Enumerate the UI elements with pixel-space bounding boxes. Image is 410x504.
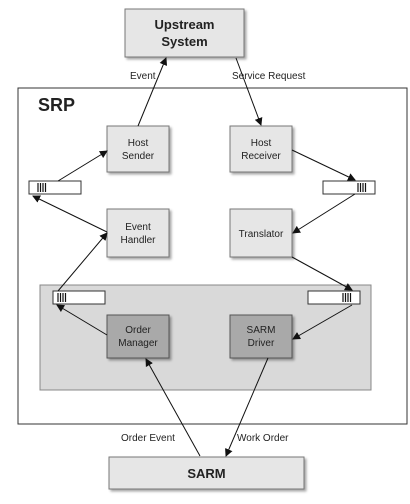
service-request-arrow (235, 57, 263, 126)
upstream-system-label-line2: System (161, 34, 207, 49)
upstream-system-label-line1: Upstream (155, 17, 215, 32)
event-handler-box: Event Handler (106, 208, 170, 258)
queue-to-sarm-driver-arrow (292, 304, 353, 340)
order-event-arrow (145, 358, 201, 457)
queue-to-translator-arrow (292, 193, 356, 234)
event-handler-label-line2: Handler (120, 235, 156, 246)
order-event-edge-label: Order Event (121, 433, 175, 444)
event-edge-label: Event (130, 71, 156, 82)
translator-to-queue-arrow (291, 256, 353, 291)
event-arrow (137, 57, 168, 127)
service-request-edge-label: Service Request (232, 71, 306, 82)
queue-icon (28, 180, 82, 195)
host-receiver-box: Host Receiver (229, 125, 293, 173)
sarm-box: SARM (108, 456, 305, 490)
translator-label: Translator (239, 229, 284, 240)
sarm-driver-label-line2: Driver (248, 338, 275, 349)
host-receiver-to-queue-arrow (291, 149, 356, 181)
host-sender-box: Host Sender (106, 125, 170, 173)
order-manager-box: Order Manager (106, 314, 170, 359)
work-order-edge-label: Work Order (237, 433, 289, 444)
host-receiver-label-line2: Receiver (241, 151, 281, 162)
event-handler-label-line1: Event (125, 222, 151, 233)
translator-box: Translator (229, 208, 293, 258)
host-sender-label-line1: Host (128, 138, 149, 149)
sarm-label: SARM (187, 466, 225, 481)
sarm-driver-label-line1: SARM (247, 325, 276, 336)
queue-icon (52, 290, 106, 305)
work-order-arrow (225, 357, 269, 457)
order-manager-label-line1: Order (125, 325, 151, 336)
queue-to-host-sender-arrow (57, 150, 108, 182)
upstream-system-box: Upstream System (124, 8, 245, 58)
queue-icon (322, 180, 376, 195)
host-sender-label-line2: Sender (122, 151, 155, 162)
order-manager-label-line2: Manager (118, 338, 158, 349)
event-handler-to-queue-arrow (32, 195, 108, 233)
order-manager-to-queue-arrow (56, 304, 108, 336)
queue-to-event-handler-arrow (57, 232, 108, 292)
host-receiver-label-line1: Host (251, 138, 272, 149)
queue-icon (307, 290, 361, 305)
sarm-driver-box: SARM Driver (229, 314, 293, 359)
srp-title: SRP (38, 95, 75, 115)
